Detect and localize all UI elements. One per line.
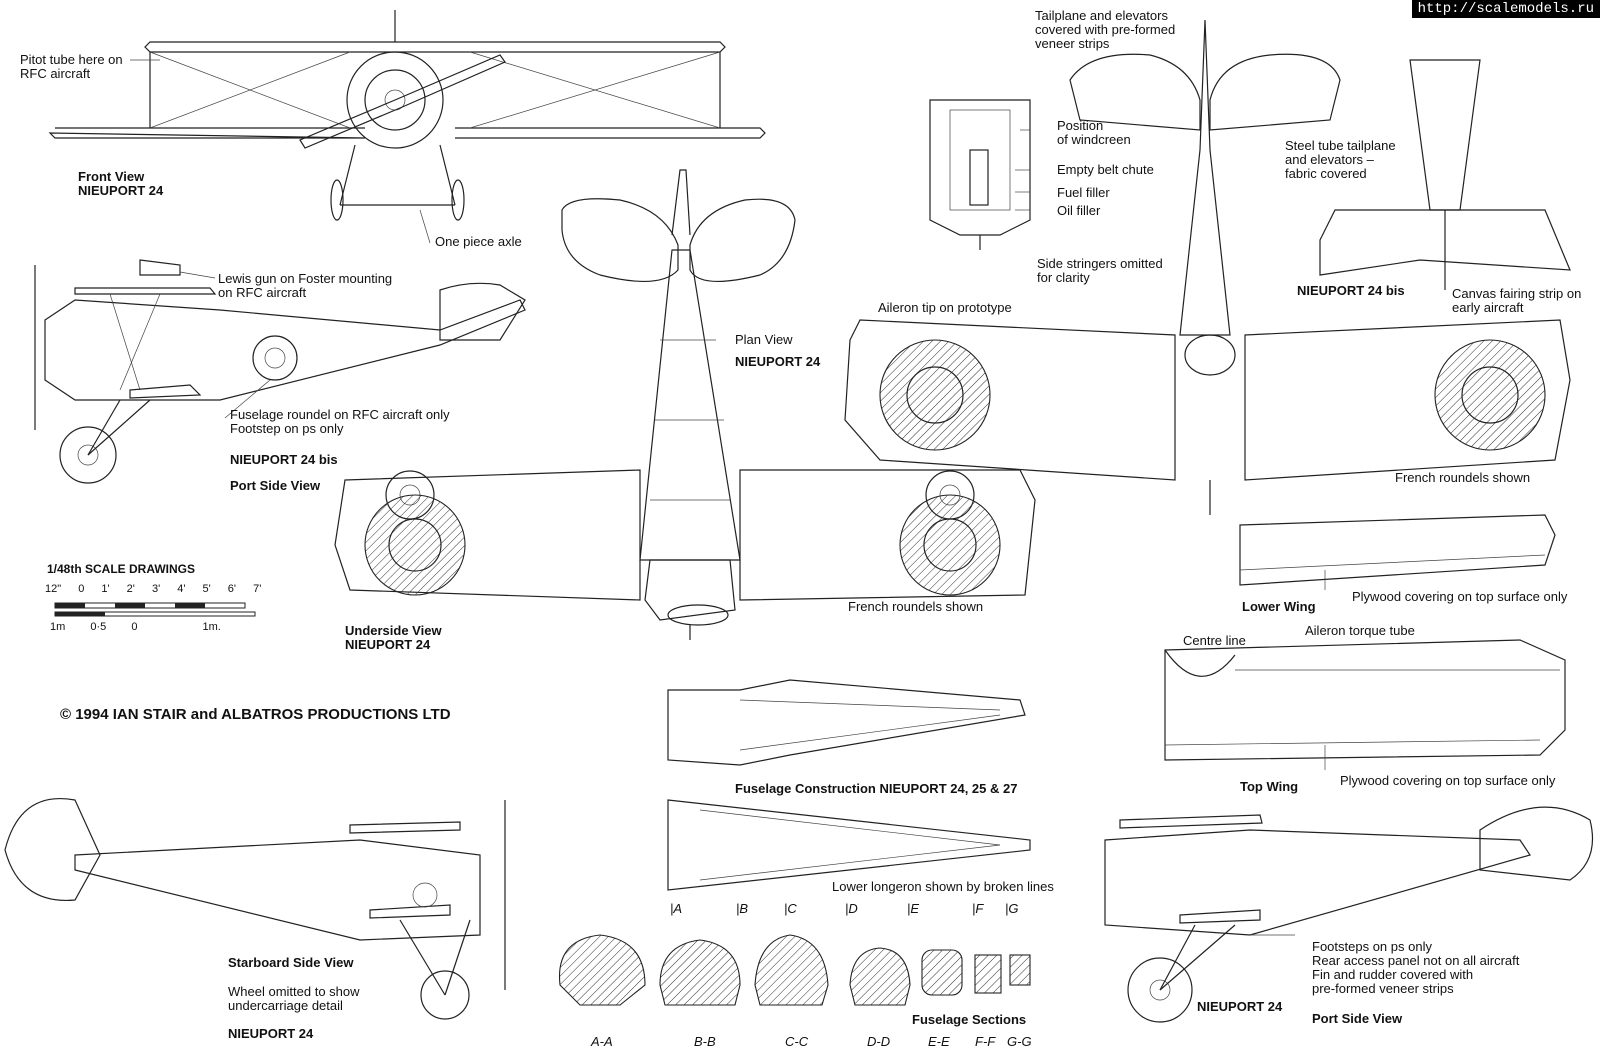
bis-tail-title: NIEUPORT 24 bis bbox=[1297, 283, 1405, 298]
fuselage-construction-title: Fuselage Construction NIEUPORT 24, 25 & … bbox=[735, 781, 1018, 796]
bis-tail-drawing bbox=[1319, 59, 1571, 290]
cockpit-detail-drawing bbox=[929, 99, 1031, 250]
scale-bar bbox=[54, 602, 256, 617]
section-label-ee: E-E bbox=[928, 1034, 950, 1049]
aileron-tip-annotation: Aileron tip on prototype bbox=[878, 300, 1012, 315]
front-view-title: Front View bbox=[78, 169, 145, 184]
section-label-ff: F-F bbox=[975, 1034, 996, 1049]
centre-line-annotation: Centre line bbox=[1183, 633, 1246, 648]
callout-lines bbox=[130, 59, 1326, 936]
lower-wing-title: Lower Wing bbox=[1242, 599, 1316, 614]
fuel-filler-annotation: Fuel filler bbox=[1057, 185, 1110, 200]
top-wing-structure-drawing bbox=[1164, 639, 1566, 761]
section-label-gg: G-G bbox=[1007, 1034, 1032, 1049]
axle-annotation: One piece axle bbox=[435, 234, 522, 249]
scale-metre-labels: 1m 0·5 0 1m. bbox=[50, 621, 221, 633]
port-bis-subtitle: Port Side View bbox=[230, 478, 321, 493]
fuselage-sections-drawing bbox=[558, 934, 1031, 1006]
lower-wing-drawing bbox=[1239, 514, 1556, 586]
starboard-title: Starboard Side View bbox=[228, 955, 354, 970]
underside-view-drawing bbox=[334, 469, 1036, 640]
fuselage-roundel-annotation: Fuselage roundel on RFC aircraft only bbox=[230, 407, 450, 422]
plan-view-subtitle: NIEUPORT 24 bbox=[735, 354, 821, 369]
section-label-dd: D-D bbox=[867, 1034, 891, 1049]
lewis-gun-annotation: Lewis gun on Foster mounting on RFC airc… bbox=[218, 271, 393, 300]
section-label-cc: C-C bbox=[785, 1034, 809, 1049]
pitot-annotation: Pitot tube here on RFC aircraft bbox=[20, 52, 123, 81]
top-wing-title: Top Wing bbox=[1240, 779, 1299, 794]
plywood-lower-annotation: Plywood covering on top surface only bbox=[1352, 589, 1568, 604]
front-view-subtitle: NIEUPORT 24 bbox=[78, 183, 164, 198]
section-marker-a: |A bbox=[670, 901, 683, 916]
underside-view-subtitle: NIEUPORT 24 bbox=[345, 637, 431, 652]
aileron-torque-annotation: Aileron torque tube bbox=[1305, 623, 1415, 638]
fuselage-construction-drawing bbox=[667, 679, 1031, 891]
starboard-side-drawing bbox=[4, 798, 506, 1020]
scale-title: 1/48th SCALE DRAWINGS bbox=[47, 562, 196, 576]
scale-feet-labels: 12" 0 1' 2' 3' 4' 5' 6' 7' bbox=[45, 583, 262, 595]
section-marker-e: |E bbox=[907, 901, 920, 916]
port-title: NIEUPORT 24 bbox=[1197, 999, 1283, 1014]
section-marker-b: |B bbox=[736, 901, 749, 916]
section-label-bb: B-B bbox=[694, 1034, 716, 1049]
tailplane-veneer-annotation: Tailplane and elevators covered with pre… bbox=[1035, 8, 1176, 51]
section-marker-f: |F bbox=[972, 901, 984, 916]
section-label-aa: A-A bbox=[591, 1034, 613, 1049]
fin-rudder-annotation: Fin and rudder covered with pre-formed v… bbox=[1312, 967, 1474, 996]
french-roundels-underside: French roundels shown bbox=[848, 599, 984, 614]
lower-longeron-annotation: Lower longeron shown by broken lines bbox=[832, 879, 1054, 894]
underside-view-title: Underside View bbox=[345, 623, 442, 638]
plywood-top-annotation: Plywood covering on top surface only bbox=[1340, 773, 1556, 788]
steel-tube-annotation: Steel tube tailplane and elevators – fab… bbox=[1285, 138, 1396, 181]
section-marker-d: |D bbox=[845, 901, 858, 916]
footsteps-annotation: Footsteps on ps only bbox=[1312, 939, 1432, 954]
section-marker-g: |G bbox=[1005, 901, 1019, 916]
windscreen-annotation: Position of windcreen bbox=[1057, 118, 1131, 147]
copyright-notice: © 1994 IAN STAIR and ALBATROS PRODUCTION… bbox=[60, 706, 451, 723]
belt-chute-annotation: Empty belt chute bbox=[1057, 162, 1154, 177]
front-view-drawing bbox=[48, 10, 766, 221]
rear-access-annotation: Rear access panel not on all aircraft bbox=[1312, 953, 1520, 968]
side-stringers-annotation: Side stringers omitted for clarity bbox=[1037, 256, 1163, 285]
fuselage-sections-title: Fuselage Sections bbox=[912, 1012, 1027, 1027]
port-subtitle: Port Side View bbox=[1312, 1011, 1403, 1026]
port-bis-title: NIEUPORT 24 bis bbox=[230, 452, 338, 467]
oil-filler-annotation: Oil filler bbox=[1057, 203, 1101, 218]
french-roundels-topwing: French roundels shown bbox=[1395, 470, 1531, 485]
top-wing-plan-drawing bbox=[844, 19, 1571, 515]
canvas-fairing-annotation: Canvas fairing strip on early aircraft bbox=[1452, 286, 1582, 315]
plan-view-title: Plan View bbox=[735, 332, 793, 347]
footstep-annotation: Footstep on ps only bbox=[230, 421, 344, 436]
starboard-subtitle: NIEUPORT 24 bbox=[228, 1026, 314, 1041]
port-side-bis-drawing bbox=[34, 259, 526, 484]
wheel-omitted-annotation: Wheel omitted to show undercarriage deta… bbox=[228, 984, 360, 1013]
port-side-drawing bbox=[1104, 806, 1594, 1023]
watermark-url[interactable]: http://scalemodels.ru bbox=[1411, 0, 1600, 18]
section-marker-c: |C bbox=[784, 901, 797, 916]
